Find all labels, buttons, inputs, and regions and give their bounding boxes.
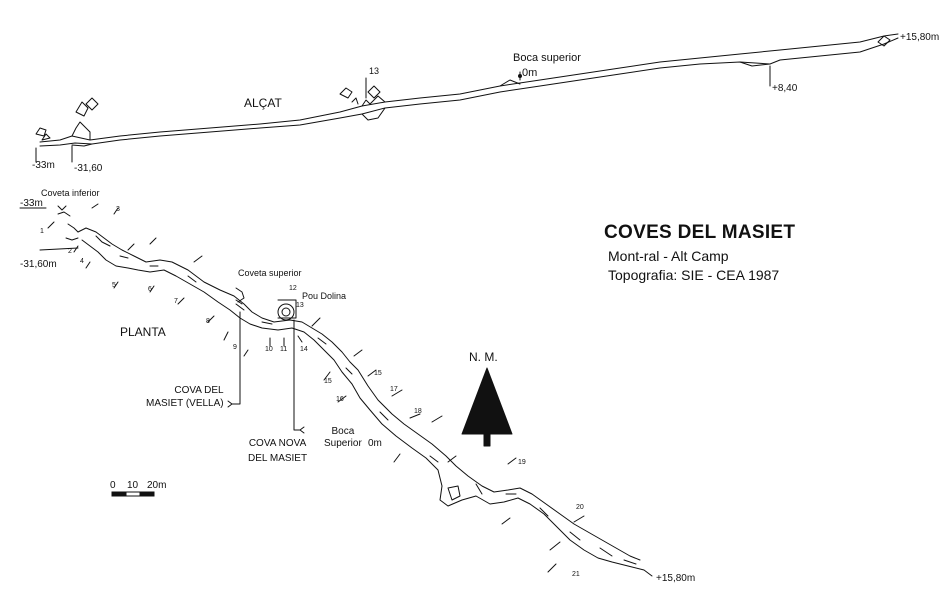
elevation-blocks (35, 35, 891, 141)
map-credit: Topografia: SIE - CEA 1987 (608, 267, 780, 283)
station-label: 8 (206, 318, 210, 325)
elevation-floor (71, 61, 771, 147)
north-arrow (461, 367, 513, 435)
plan-coveta-superior (235, 287, 245, 305)
station-label: 10 (265, 346, 273, 353)
elevation-markers (35, 65, 771, 163)
station-label: 16 (336, 396, 344, 403)
plan-entrance-nova (293, 319, 301, 431)
station-label: 12 (289, 285, 297, 292)
station-label: 9 (233, 344, 237, 351)
plan-title: PLANTA (120, 325, 166, 339)
station-label: 6 (148, 286, 152, 293)
plan-cova-nova-label: COVA NOVA DEL MASIET (248, 438, 308, 464)
station-label: 4 (80, 258, 84, 265)
plan-entrance-vella (231, 311, 241, 405)
station-label: 5 (112, 282, 116, 289)
plan-coveta-superior-label: Coveta superior (238, 268, 302, 278)
station-label: 1 (40, 228, 44, 235)
plan-coveta-inferior (57, 205, 79, 241)
elevation-entrance-label: Boca superior (513, 52, 581, 64)
plan-depth-b: -31,60m (20, 259, 57, 270)
plan-passage-detail (95, 235, 637, 565)
station-label: 7 (174, 298, 178, 305)
plan-boca-superior-label: Boca Superior (324, 426, 362, 449)
plan-pou-dolina-label: Pou Dolina (302, 291, 347, 301)
plan-passage-north-wall (77, 227, 641, 561)
plan-station-ticks (47, 203, 585, 573)
north-arrow-stem (483, 433, 491, 447)
elevation-depth-b: -31,60 (74, 163, 103, 174)
station-label: 15 (324, 378, 332, 385)
elevation-upper-outline (39, 33, 899, 143)
elevation-height-a: +8,40 (772, 83, 798, 94)
station-label: 21 (572, 571, 580, 578)
plan-depth-marks (19, 207, 79, 251)
elevation-lower-outline (39, 37, 899, 147)
scale-label-10: 10 (127, 480, 139, 491)
plan-pou-dolina-inner (281, 307, 291, 317)
scale-label-20m: 20m (147, 480, 167, 491)
plan-entrance-arrows (227, 400, 305, 434)
map-title: COVES DEL MASIET (604, 222, 796, 243)
plan-passage-south-wall (81, 239, 653, 577)
scale-bar (111, 491, 155, 497)
station-label: 17 (390, 386, 398, 393)
plan-boca-depth: 0m (368, 438, 382, 449)
plan-pou-dolina-outer (277, 303, 295, 321)
elevation-walls (71, 79, 521, 141)
station-label: 13 (296, 302, 304, 309)
station-label: 3 (116, 206, 120, 213)
plan-depth-a: -33m (20, 198, 43, 209)
elevation-station-point (518, 74, 522, 78)
elevation-title: ALÇAT (244, 96, 282, 110)
elevation-station-13: 13 (369, 66, 380, 76)
plan-cova-vella-label: COVA DEL MASIET (VELLA) (146, 385, 224, 409)
station-label: 19 (518, 459, 526, 466)
north-label: N. M. (469, 350, 498, 364)
elevation-entrance-depth: 0m (522, 67, 538, 79)
plan-pou-dolina-box (277, 299, 297, 319)
plan-coveta-inferior-label: Coveta inferior (41, 188, 100, 198)
station-label: 11 (280, 346, 288, 353)
station-label: 15 (374, 370, 382, 377)
station-label: 20 (576, 504, 584, 511)
station-label: 2 (68, 248, 72, 255)
map-location: Mont-ral - Alt Camp (608, 248, 729, 264)
scale-label-0: 0 (110, 480, 116, 491)
plan-end-height: +15,80m (656, 573, 696, 584)
station-label: 14 (300, 346, 308, 353)
station-label: 18 (414, 408, 422, 415)
elevation-depth-a: -33m (32, 160, 55, 171)
elevation-height-b: +15,80m (900, 32, 940, 43)
